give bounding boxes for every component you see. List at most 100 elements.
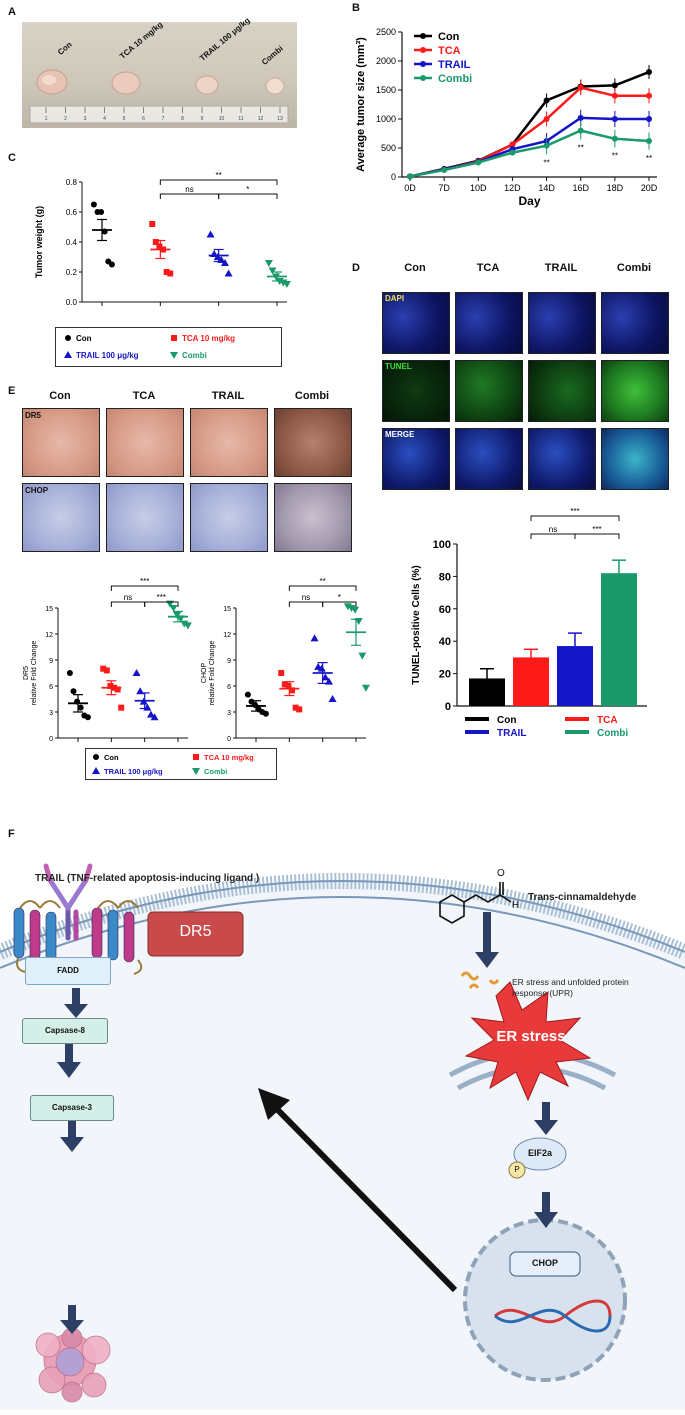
micrograph-dapi-con [382,292,450,354]
ihc-chop-trail [190,483,268,552]
scatter-point [146,710,155,718]
ihc-dr5-combi [274,408,352,477]
micrograph-merge-tca [455,428,523,490]
fadd-box: FADD [25,957,111,985]
scatter-point [156,243,163,250]
y-tick-label: 60 [439,604,451,616]
micrograph-merge-combi [601,428,669,490]
sig-e-1-label: ** [320,578,326,586]
scatter-point [152,239,159,245]
ruler-number: 2 [64,116,67,122]
y-tick-label: 3 [49,710,53,717]
y-tick-label: 12 [45,632,53,639]
legend-label: TRAIL 100 μg/kg [76,351,139,360]
y-axis-label: Tumor weight (g) [34,206,44,278]
bar-combi [601,573,637,706]
bar-trail [557,646,593,706]
d-row-label: DAPI [385,294,405,303]
apoptotic-bleb [55,1347,85,1377]
ruler-number: 1 [45,116,48,122]
data-point [646,138,652,145]
scatter-point [100,665,107,672]
data-point [646,92,652,99]
y-axis-label: Average tumor size (mm³) [355,37,367,172]
scatter-point [262,710,269,717]
y-axis-label: CHOP [201,663,208,684]
data-point [611,82,618,89]
sig-e-1-label: *** [140,578,149,586]
mechanism-diagram-art [0,863,685,1410]
scatter-point [167,270,174,277]
scatter-point [292,704,299,711]
scatter-point [114,686,121,693]
data-point [577,114,584,121]
data-point [407,173,413,180]
legend-marker [93,754,99,760]
sig-e-3-bracket [144,601,179,607]
data-point [441,167,448,174]
ihc-chop-tca [106,483,184,552]
legend-label: TRAIL 100 μg/kg [104,767,163,776]
tca-label: Trans-cinnamaldehyde [528,892,637,903]
scatter-point [183,622,192,630]
scatter-point [84,714,91,721]
y-tick-label: 80 [439,571,451,583]
y-tick-label: 0 [391,172,396,182]
legend-label: TRAIL [497,728,526,739]
scatter-point [282,281,291,288]
data-point [577,84,584,91]
legend-marker [193,754,199,760]
data-point [509,149,516,156]
ruler-number: 6 [142,116,145,122]
legend-label: Con [497,715,516,726]
y-tick-label: 20 [439,669,451,681]
e-col-header: TRAIL [211,390,245,402]
y-tick-label: 40 [439,636,451,648]
scatter-point [98,209,105,215]
scatter-point [220,259,229,266]
data-point [611,116,618,122]
legend-label: Combi [438,73,472,85]
legend-marker [192,768,200,775]
legend-marker [170,352,178,359]
panel-label-d: D [352,262,360,274]
scatter-point [77,704,84,711]
y-tick-label: 3 [227,710,231,717]
mechanism-diagram: TRAIL (TNF-related apoptosis-inducing li… [0,840,685,1410]
er-stress-text: ER stress and unfolded protein response … [512,977,629,998]
x-tick-label: 20D [641,183,658,193]
data-point [611,92,618,99]
aldehyde-o: O [497,868,505,879]
dr5-box: DR5 [179,923,212,940]
receptor-helix [29,909,41,961]
scatter-point [224,269,233,277]
scatter-point [361,684,370,692]
bar-tca [513,657,549,706]
y-tick-label: 1000 [376,114,396,124]
d-row-label: MERGE [385,430,415,439]
y-tick-label: 6 [227,684,231,691]
scatter-point [321,673,330,681]
scatter-point [163,269,170,275]
scatter-point [268,267,277,275]
bar-con [469,678,505,706]
legend-label: TRAIL [438,59,471,71]
legend-label: Combi [182,351,207,360]
y-tick-label: 15 [223,606,231,613]
data-point [543,97,550,104]
scatter-point [281,681,288,688]
scatter-point [103,667,110,674]
sig-t-2-bracket [530,533,576,539]
scatter-point [317,664,326,672]
legend-marker [92,767,100,774]
sig-annotation: ** [612,152,618,161]
d-col-header: Con [404,262,426,274]
legend-marker [420,61,426,67]
d-col-header: Combi [616,262,652,274]
e-row-label: DR5 [25,411,42,420]
e-row-label: CHOP [25,486,49,495]
caspase3-box: Capsase-3 [30,1095,114,1121]
